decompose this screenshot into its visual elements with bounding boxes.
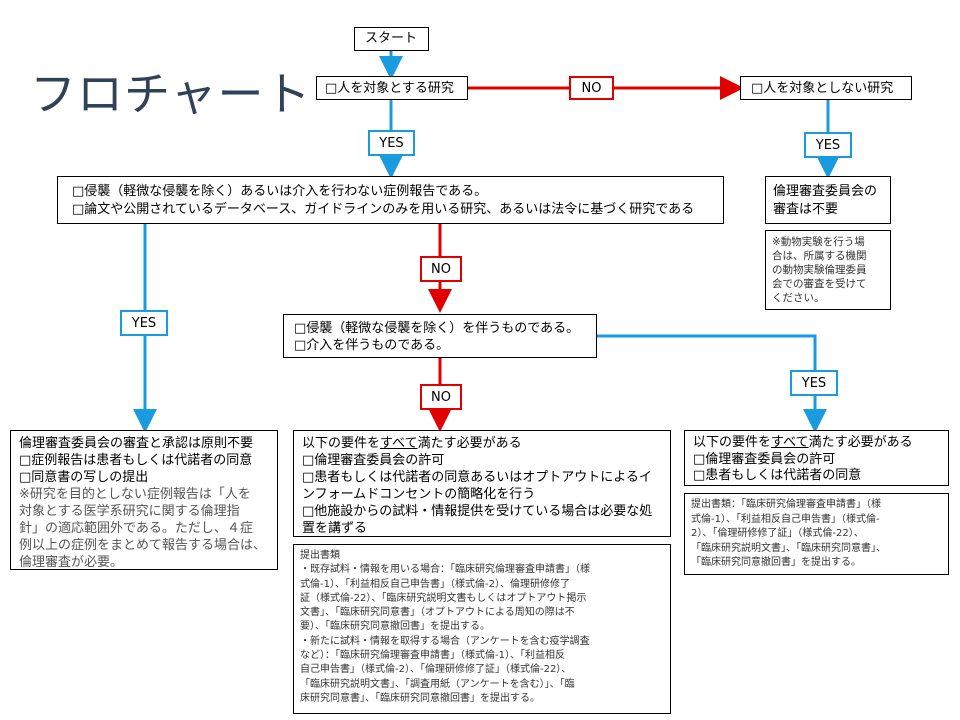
q3-no-label: NO bbox=[420, 384, 462, 410]
intro-emphasis: すべて bbox=[771, 435, 809, 450]
invasive-question-line-2: □介入を伴うものである。 bbox=[294, 338, 450, 353]
right-requirement-item: □倫理審査委員会の許可 bbox=[693, 452, 836, 467]
start-label: スタート bbox=[365, 31, 418, 46]
right-note-line: 「臨床研究同意撤回書」を提出する。 bbox=[691, 557, 861, 568]
mid-note-line: 証（様式倫-22）、「臨床研究説明文書もしくはオプトアウト掲示 bbox=[300, 592, 587, 604]
mid-note-line: ・新たに試料・情報を取得する場合（アンケートを含む疫学調査 bbox=[300, 635, 590, 647]
right-note-line: 2）、「倫理研修修了証」（様式倫-22）、 bbox=[691, 528, 864, 539]
animal-note-line: ください。 bbox=[772, 292, 825, 304]
mid-requirement-item: □患者もしくは代諾者の同意あるいはオプトアウトによるイ bbox=[302, 470, 652, 485]
mid-requirement-item: ンフォームドコンセントの簡略化を行う bbox=[302, 487, 536, 502]
intro-emphasis: すべて bbox=[380, 436, 418, 451]
mid-submission-documents-note: 提出書類 ・既存試料・情報を用いる場合：「臨床研究倫理審査申請書」（様 式倫-1… bbox=[293, 544, 671, 714]
mid-note-line: ・既存試料・情報を用いる場合：「臨床研究倫理審査申請書」（様 bbox=[300, 564, 590, 576]
right-note-line: 提出書類：「臨床研究倫理審査申請書」（様 bbox=[691, 499, 881, 510]
intro-text: 以下の要件を bbox=[302, 436, 381, 451]
intro-text: 満たす必要がある bbox=[808, 435, 913, 450]
human-research-box: □人を対象とする研究 bbox=[316, 76, 468, 100]
q3-yes-line bbox=[597, 334, 827, 433]
non-human-research-label: □人を対象としない研究 bbox=[751, 81, 894, 96]
left-result-line: □症例報告は患者もしくは代諾者の同意 bbox=[19, 453, 253, 468]
invasive-intervention-question-box: □侵襲（軽微な侵襲を除く）を伴うものである。 □介入を伴うものである。 bbox=[283, 314, 597, 358]
right-requirement-item: □患者もしくは代諾者の同意 bbox=[693, 468, 862, 483]
mid-note-line: 要）、「臨床研究同意撤回書」を提出する。 bbox=[300, 621, 490, 633]
case-report-question-box: □侵襲（軽微な侵襲を除く）あるいは介入を行わない症例報告である。 □論文や公開さ… bbox=[57, 176, 724, 224]
case-report-result-box: 倫理審査委員会の審査と承認は原則不要 □症例報告は患者もしくは代諾者の同意 □同… bbox=[10, 430, 278, 570]
right-note-line: 式倫-1）、「利益相反自己申告書」（様式倫- bbox=[691, 513, 880, 525]
non-human-research-box: □人を対象としない研究 bbox=[740, 76, 912, 100]
mid-note-line: 「臨床研究説明文書」、「調査用紙（アンケートを含む）」、「臨 bbox=[300, 678, 575, 690]
mid-requirement-item: □倫理審査委員会の許可 bbox=[302, 453, 445, 468]
intro-text: 以下の要件を bbox=[693, 435, 772, 450]
mid-requirement-item: 置を講ずる bbox=[302, 521, 368, 536]
q3-yes-label: YES bbox=[790, 370, 838, 396]
start-box: スタート bbox=[354, 27, 429, 51]
mid-note-line: 文書」、「臨床研究同意書」（オプトアウトによる周知の際は不 bbox=[300, 607, 575, 619]
left-result-line: ※研究を目的としない症例報告は「人を bbox=[19, 487, 251, 502]
mid-note-line: 式倫-1）、「利益相反自己申告書」（様式倫-2）、倫理研修修了 bbox=[300, 578, 570, 590]
animal-experiment-note: ※動物実験を行う場 合は、所属する機関 の動物実験倫理委員 会での審査を受けて … bbox=[765, 230, 891, 310]
q2-yes-label: YES bbox=[120, 310, 168, 336]
mid-requirements-box: 以下の要件をすべて満たす必要がある □倫理審査委員会の許可 □患者もしくは代諾者… bbox=[293, 430, 671, 537]
animal-note-line: 会での審査を受けて bbox=[772, 278, 867, 290]
right-submission-documents-note: 提出書類：「臨床研究倫理審査申請書」（様 式倫-1）、「利益相反自己申告書」（様… bbox=[684, 493, 949, 575]
case-report-question-line-2: □論文や公開されているデータベース、ガイドラインのみを用いる研究、あるいは法令に… bbox=[72, 202, 695, 217]
left-result-line: 倫理審査委員会の審査と承認は原則不要 bbox=[19, 436, 254, 451]
right-note-line: 「臨床研究説明文書」、「臨床研究同意書」、 bbox=[691, 542, 886, 554]
left-result-line: 倫理審査が必要。 bbox=[19, 555, 124, 570]
case-report-question-line-1: □侵襲（軽微な侵襲を除く）あるいは介入を行わない症例報告である。 bbox=[72, 184, 488, 199]
mid-note-line: 床研究同意書」、「臨床研究同意撤回書」を提出する。 bbox=[300, 692, 540, 704]
q2-no-label: NO bbox=[420, 256, 462, 282]
mid-note-line: など）：「臨床研究倫理審査申請書」（様式倫-1）、「利益相反 bbox=[300, 650, 565, 662]
non-human-result-line-2: 審査は不要 bbox=[773, 202, 839, 217]
human-research-label: □人を対象とする研究 bbox=[325, 81, 454, 96]
non-human-yes-label: YES bbox=[804, 132, 852, 158]
invasive-question-line-1: □侵襲（軽微な侵襲を除く）を伴うものである。 bbox=[294, 321, 580, 336]
animal-note-line: 合は、所属する機関 bbox=[772, 250, 867, 262]
left-result-line: 針」の適応範囲外である。ただし、４症 bbox=[19, 521, 253, 536]
left-result-line: 対象とする医学系研究に関する倫理指 bbox=[19, 504, 240, 519]
mid-note-line: 提出書類 bbox=[300, 550, 340, 561]
page-title: フロチャート bbox=[30, 67, 312, 121]
non-human-result-line-1: 倫理審査委員会の bbox=[773, 184, 878, 199]
right-requirements-intro: 以下の要件をすべて満たす必要がある bbox=[693, 434, 913, 451]
left-result-line: □同意書の写しの提出 bbox=[19, 470, 149, 485]
mid-requirement-item: □他施設からの試料・情報提供を受けている場合は必要な処 bbox=[302, 504, 653, 519]
mid-requirements-intro: 以下の要件をすべて満たす必要がある bbox=[302, 435, 522, 452]
q1-no-label: NO bbox=[569, 76, 614, 100]
mid-note-line: 自己申告書」（様式倫-2）、「倫理研修修了証」（様式倫-22）、 bbox=[300, 664, 572, 676]
left-result-line: 例以上の症例をまとめて報告する場合は、 bbox=[19, 538, 267, 553]
animal-note-line: ※動物実験を行う場 bbox=[772, 236, 865, 248]
animal-note-line: の動物実験倫理委員 bbox=[772, 264, 867, 276]
right-requirements-box: 以下の要件をすべて満たす必要がある □倫理審査委員会の許可 □患者もしくは代諾者… bbox=[684, 430, 949, 486]
non-human-result-box: 倫理審査委員会の 審査は不要 bbox=[765, 176, 891, 224]
intro-text: 満たす必要がある bbox=[417, 436, 522, 451]
q1-yes-label: YES bbox=[368, 130, 415, 156]
